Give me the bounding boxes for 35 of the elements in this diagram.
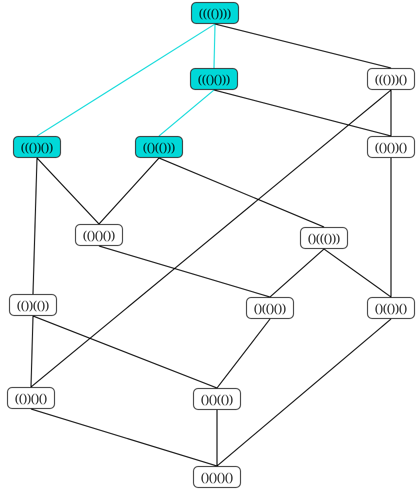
connector-line: [32, 158, 38, 294]
connector-line: [30, 90, 392, 388]
lattice-node: (()()()): [75, 224, 123, 246]
connector-line: [36, 158, 100, 224]
lattice-node: ((()())): [190, 68, 238, 90]
connector-line: [216, 410, 218, 466]
lattice-node: (())(()): [9, 294, 57, 316]
lattice-node: ()(()()): [246, 297, 294, 319]
lattice-node: (()())(): [367, 136, 415, 158]
connector-line: [98, 158, 160, 224]
connector-line: [214, 24, 216, 68]
lattice-node: ()((())): [300, 227, 348, 249]
connector-line: [214, 90, 392, 136]
lattice-node: (((()))): [191, 2, 239, 24]
connector-line: [32, 316, 218, 388]
lattice-node: (()(())): [135, 136, 183, 158]
connector-line: [214, 24, 392, 68]
connector-line: [36, 24, 216, 136]
connector-line: [158, 158, 324, 228]
connector-line: [216, 318, 270, 388]
lattice-node: ()(())(): [367, 297, 415, 319]
connector-line: [270, 248, 324, 298]
lattice-node: ()()()(): [193, 466, 241, 488]
connector-line: [98, 246, 270, 298]
lattice-node: ()()(()): [193, 388, 241, 410]
connector-line: [158, 90, 214, 136]
connector-line: [324, 248, 392, 298]
connector-line: [390, 158, 392, 298]
lattice-node: ((()))(): [367, 68, 415, 90]
lattice-node: (())()(): [7, 387, 55, 409]
connector-line: [30, 316, 34, 388]
connector-line: [390, 90, 392, 136]
connector-line: [216, 318, 392, 466]
connector-line: [30, 408, 218, 466]
lattice-node: ((())()): [13, 136, 61, 158]
